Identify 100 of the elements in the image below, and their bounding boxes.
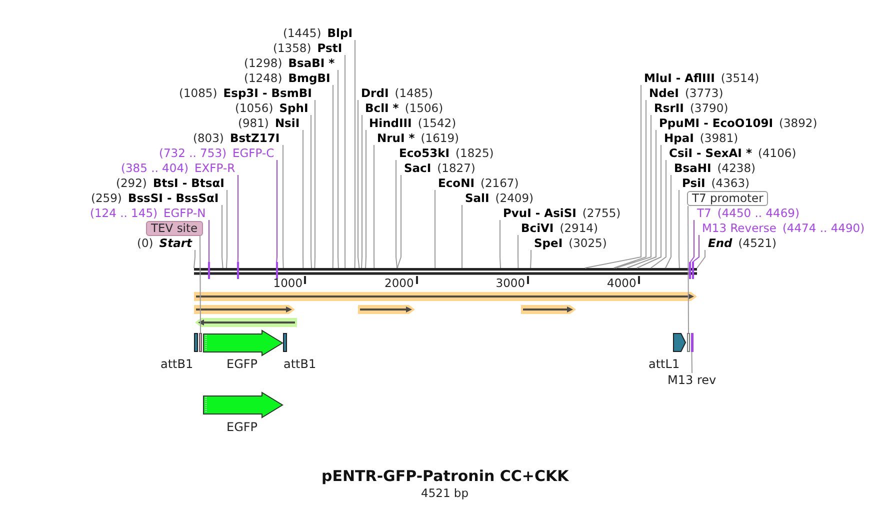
enzyme-site-label: NdeI (3773): [646, 86, 724, 100]
feature-label: attL1: [648, 357, 680, 371]
leader-line: [222, 204, 224, 268]
leader-line: [237, 174, 238, 262]
leader-line: [678, 190, 680, 268]
leader-line: [374, 144, 375, 268]
leader-line: [613, 100, 646, 268]
leader-line: [518, 234, 519, 268]
leader-line: [338, 70, 339, 268]
enzyme-site-label: (1445) BlpI: [282, 26, 356, 40]
scale-label: 3000: [496, 276, 526, 290]
sequence-length: 4521 bp: [421, 486, 469, 500]
enzyme-site-label: (1298) BsaBI *: [243, 56, 338, 70]
scale-label: 4000: [607, 276, 636, 290]
feature-block: [687, 333, 690, 352]
leader-line: [462, 204, 463, 268]
plasmid-title: pENTR-GFP-Patronin CC+CKK: [322, 467, 569, 485]
leader-line: [650, 160, 666, 268]
leader-line: [688, 206, 689, 334]
enzyme-site-label: HindIII (1542): [366, 116, 458, 130]
enzyme-site-label: NruI * (1619): [374, 131, 460, 145]
leader-line: [696, 250, 706, 268]
enzyme-site-label: MluI - AflIII (3514): [641, 71, 760, 85]
leader-line: [194, 250, 196, 268]
primer-site-mark: [236, 262, 239, 279]
leader-line: [310, 114, 312, 268]
leader-line: [361, 114, 362, 268]
leader-line: [358, 100, 360, 268]
leader-line: [690, 220, 694, 262]
feature-tag: T7 promoter: [687, 191, 768, 206]
leader-line: [354, 40, 356, 268]
orf-bar: [194, 305, 295, 314]
primer-site-mark: [689, 262, 692, 279]
feature-block: [199, 333, 202, 352]
leader-line: [584, 84, 642, 268]
enzyme-site-label: EcoNI (2167): [435, 176, 520, 190]
enzyme-site-label: PsiI (4363): [679, 176, 751, 190]
enzyme-site-label: (981) NsiI: [237, 116, 303, 130]
leader-line: [314, 100, 316, 268]
feature-label: attB1: [284, 357, 316, 371]
enzyme-site-label: (803) BstZ17I: [192, 131, 283, 145]
leader-line: [208, 220, 210, 262]
primer-label: T7 (4450 .. 4469): [694, 206, 800, 220]
leader-line: [282, 144, 284, 268]
orf-bar: [195, 318, 297, 327]
leader-line: [692, 234, 700, 262]
leader-line: [615, 114, 652, 268]
primer-site-mark: [276, 262, 278, 279]
leader-line: [626, 130, 656, 268]
enzyme-site-label: CsiI - SexAI * (4106): [666, 146, 798, 160]
primer-label: M13 Reverse (4474 .. 4490): [699, 221, 866, 235]
enzyme-site-label: BciVI (2914): [518, 221, 599, 235]
leader-line: [500, 220, 502, 268]
sequence-end-label: (0) Start: [136, 236, 196, 250]
enzyme-site-label: BsaHI (4238): [671, 161, 757, 175]
leader-line: [636, 144, 662, 268]
leader-line: [226, 190, 228, 268]
leader-line: [665, 174, 672, 268]
leader-line: [530, 250, 532, 268]
enzyme-site-label: (1248) BmgBI: [243, 71, 334, 85]
feature-tag: TEV site: [146, 221, 203, 236]
primer-label: (385 .. 404) EXFP-R: [120, 161, 238, 175]
leader-line: [434, 190, 436, 268]
feature-label: EGFP: [226, 420, 258, 434]
leader-line: [344, 54, 346, 268]
enzyme-site-label: (1358) PstI: [272, 41, 346, 55]
enzyme-site-label: Eco53kI (1825): [396, 146, 495, 160]
enzyme-site-label: SpeI (3025): [531, 236, 608, 250]
enzyme-site-label: (259) BssSI - BssSαI: [90, 191, 222, 205]
leader-line: [332, 84, 334, 268]
scale-label: 2000: [384, 276, 414, 290]
sequence-end-label: End (4521): [705, 236, 778, 250]
enzyme-site-label: (1056) SphI: [234, 101, 312, 115]
feature-label: EGFP: [226, 357, 258, 371]
scale-label: 1000: [273, 276, 303, 290]
enzyme-site-label: HpaI (3981): [661, 131, 740, 145]
enzyme-site-label: (1085) Esp3I - BsmBI: [178, 86, 315, 100]
enzyme-site-label: SacI (1827): [401, 161, 476, 175]
enzyme-site-label: PvuI - AsiSI (2755): [500, 206, 622, 220]
enzyme-site-label: DrdI (1485): [358, 86, 434, 100]
primer-site-mark: [692, 262, 694, 279]
feature-label: M13 rev: [668, 373, 716, 387]
enzyme-site-label: BclI * (1506): [362, 101, 444, 115]
orf-bar: [521, 305, 576, 314]
leader-line: [691, 352, 692, 374]
enzyme-site-label: RsrII (3790): [651, 101, 730, 115]
leader-line: [396, 160, 398, 268]
primer-site-mark: [208, 262, 210, 279]
primer-label: (124 .. 145) EGFP-N: [89, 206, 209, 220]
orf-bar: [194, 292, 697, 301]
orf-bar: [358, 305, 415, 314]
primer-label: (732 .. 753) EGFP-C: [158, 146, 278, 160]
feature-label: attB1: [160, 357, 194, 371]
leader-line: [200, 236, 201, 334]
leader-line: [365, 130, 366, 268]
leader-line: [276, 160, 278, 262]
dna-backbone: [194, 268, 697, 275]
leader-line: [302, 130, 304, 268]
feature-block: [690, 333, 693, 352]
enzyme-site-label: (292) BtsI - BtsαI: [115, 176, 228, 190]
